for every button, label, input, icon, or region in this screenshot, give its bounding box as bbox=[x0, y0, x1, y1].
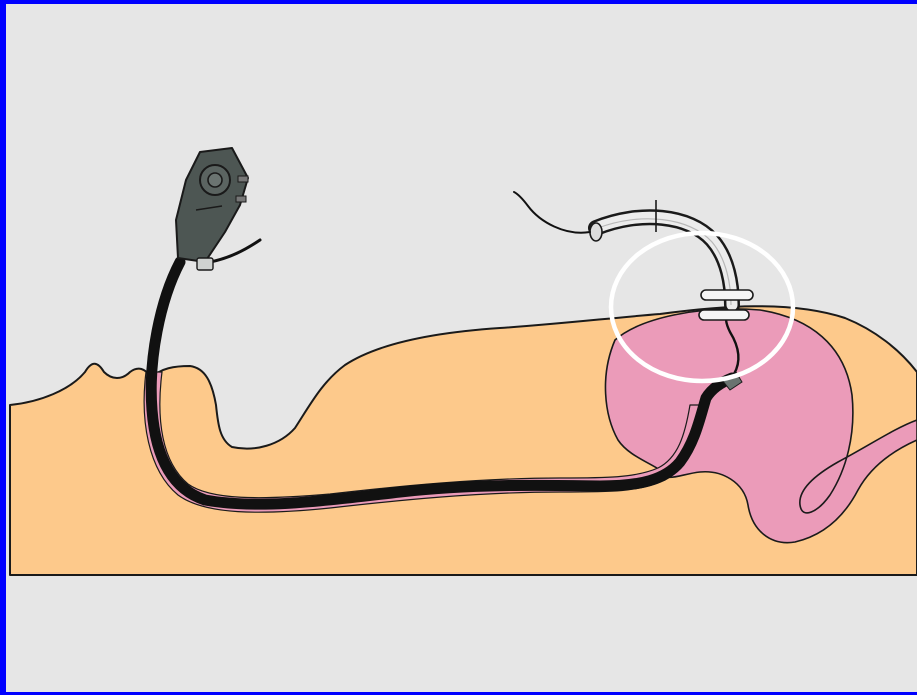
cord-connector bbox=[197, 258, 213, 270]
tube-open-end bbox=[590, 223, 602, 241]
external-bumper-top bbox=[701, 290, 753, 300]
endoscope-icon bbox=[176, 148, 260, 270]
control-button-1 bbox=[238, 176, 248, 182]
control-button-2 bbox=[236, 196, 246, 202]
external-bumper-bottom bbox=[699, 310, 749, 320]
control-knob-inner bbox=[208, 173, 222, 187]
external-wire bbox=[514, 192, 590, 233]
